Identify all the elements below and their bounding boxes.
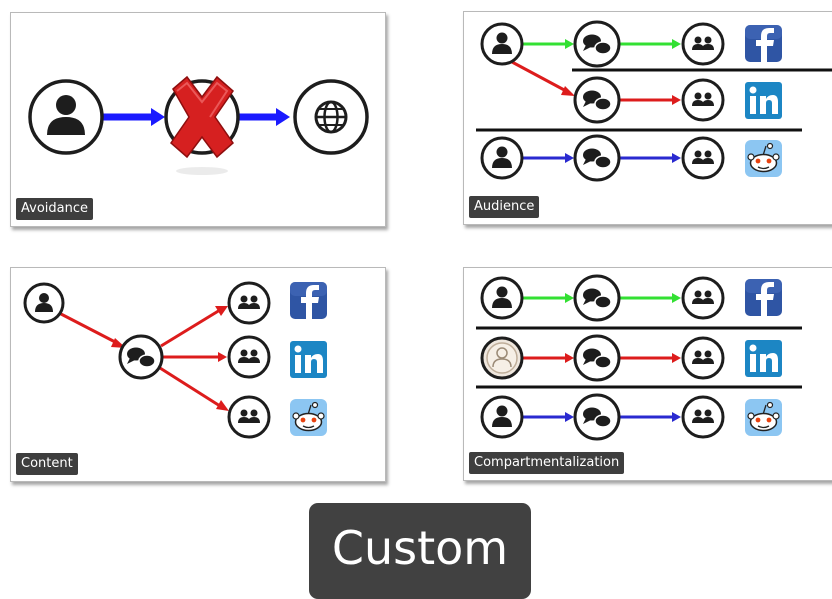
arrow-head [565,39,574,49]
group-icon [681,136,725,180]
arrow [511,60,569,94]
panel-label: Avoidance [16,198,93,220]
arrow [60,312,120,346]
arrow-head [565,153,574,163]
linkedin-logo [290,341,327,378]
panel-label: Content [16,453,78,475]
globe-icon [293,79,369,155]
group-icon [227,335,271,379]
avoidance-diagram [28,75,369,175]
person-icon [480,22,524,66]
person-icon [480,395,524,439]
avoidance-panel: Avoidance [10,12,386,227]
chat-bubbles-icon [573,274,621,322]
chat-bubbles-icon [118,334,164,380]
photo-avatar-icon [480,336,524,380]
custom-label: Custom [309,503,531,599]
compartmentalization-panel: Compartmentalization [463,267,832,481]
arrow-head [672,293,681,303]
group-icon [681,336,725,380]
chat-bubbles-icon [573,334,621,382]
content-panel: Content [10,267,386,482]
arrow-head [672,353,681,363]
arrow-head [672,153,681,163]
group-icon [227,281,271,325]
facebook-logo [290,282,327,319]
linkedin-logo [745,340,782,377]
arrow-head [215,306,228,316]
group-icon [681,78,725,122]
arrow-head [276,108,290,126]
chat-bubbles-icon [573,76,621,124]
panel-label: Audience [469,196,540,218]
person-icon [480,136,524,180]
person-icon [480,276,524,320]
linkedin-logo [745,82,782,119]
reddit-logo [745,399,782,436]
arrow [160,308,221,348]
group-icon [681,395,725,439]
reddit-logo [290,399,327,436]
arrow-head [672,39,681,49]
audience-diagram [476,20,832,182]
group-icon [227,395,271,439]
chat-bubbles-icon [573,393,621,441]
panel-label: Compartmentalization [469,452,625,474]
facebook-logo [745,25,782,62]
arrow-head [216,400,229,411]
arrow [159,366,221,408]
arrow-head [561,86,575,96]
red-cross-icon [170,75,234,159]
arrow-head [218,352,227,362]
arrow-head [565,293,574,303]
chat-bubbles-icon [573,134,621,182]
group-icon [681,22,725,66]
arrow-head [672,412,681,422]
facebook-logo [745,279,782,316]
compartmentalization-diagram [476,274,802,441]
chat-bubbles-icon [573,20,621,68]
arrow-head [672,95,681,105]
group-icon [681,276,725,320]
reddit-logo [745,140,782,177]
arrow-head [151,108,165,126]
content-diagram [23,281,327,439]
audience-panel: Audience [463,11,832,225]
person-icon [28,79,104,155]
arrow-head [565,353,574,363]
arrow-head [565,412,574,422]
person-icon [23,282,65,324]
